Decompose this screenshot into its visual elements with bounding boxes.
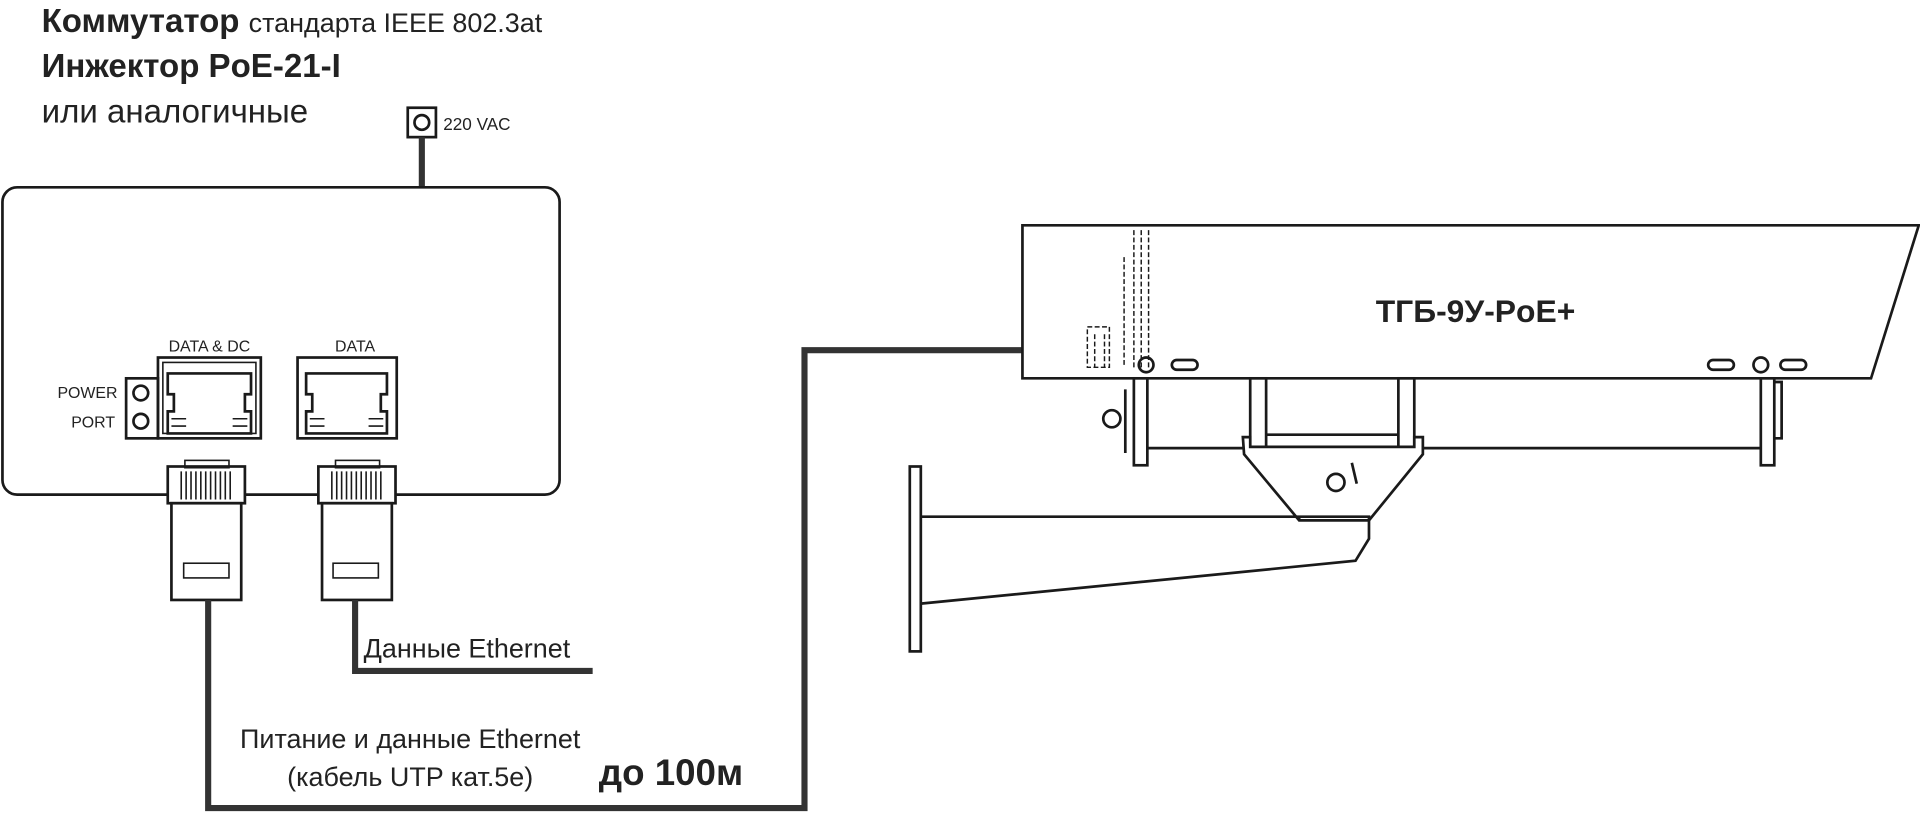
rj45-port-data[interactable] — [296, 356, 399, 440]
housing-label: ТГБ-9У-PoE+ — [1376, 293, 1576, 329]
wall-bracket — [908, 465, 1371, 653]
power-socket-icon — [413, 113, 431, 132]
distance-label: до 100м — [599, 752, 743, 793]
injector-title: Инжектор PoE-21-I — [42, 48, 341, 85]
port2-label: DATA — [335, 338, 375, 355]
switch-title: Коммутатор — [42, 3, 240, 40]
data-cable-label: Данные Ethernet — [364, 634, 571, 664]
poe-injector: DATA & DC DATA POWER PORT — [1, 185, 561, 602]
poe-cable — [205, 347, 1088, 812]
data-cable — [352, 599, 593, 675]
poe-cable-label: Питание и данные Ethernet — [240, 724, 581, 754]
rj45-plug-poe — [166, 459, 247, 602]
rj45-port-data-dc[interactable] — [156, 356, 263, 440]
rj45-plug-data — [317, 459, 397, 602]
heading-line-1: Коммутатор стандарта IEEE 802.3at — [42, 3, 543, 40]
power-port-label-2: PORT — [71, 414, 115, 431]
port1-label: DATA & DC — [169, 338, 251, 355]
power-port-label: POWER — [57, 385, 117, 402]
power-input: 220 VAC — [406, 106, 511, 188]
nut-icon — [1101, 408, 1122, 429]
analog-note: или аналогичные — [42, 93, 309, 130]
power-input-label: 220 VAC — [443, 114, 510, 134]
power-led-icon — [132, 384, 150, 402]
cable-type-label: (кабель UTP кат.5е) — [287, 762, 533, 792]
port-led-icon — [132, 412, 150, 430]
camera-housing: ТГБ-9У-PoE+ — [1021, 223, 1920, 522]
switch-standard: стандарта IEEE 802.3at — [249, 8, 543, 38]
